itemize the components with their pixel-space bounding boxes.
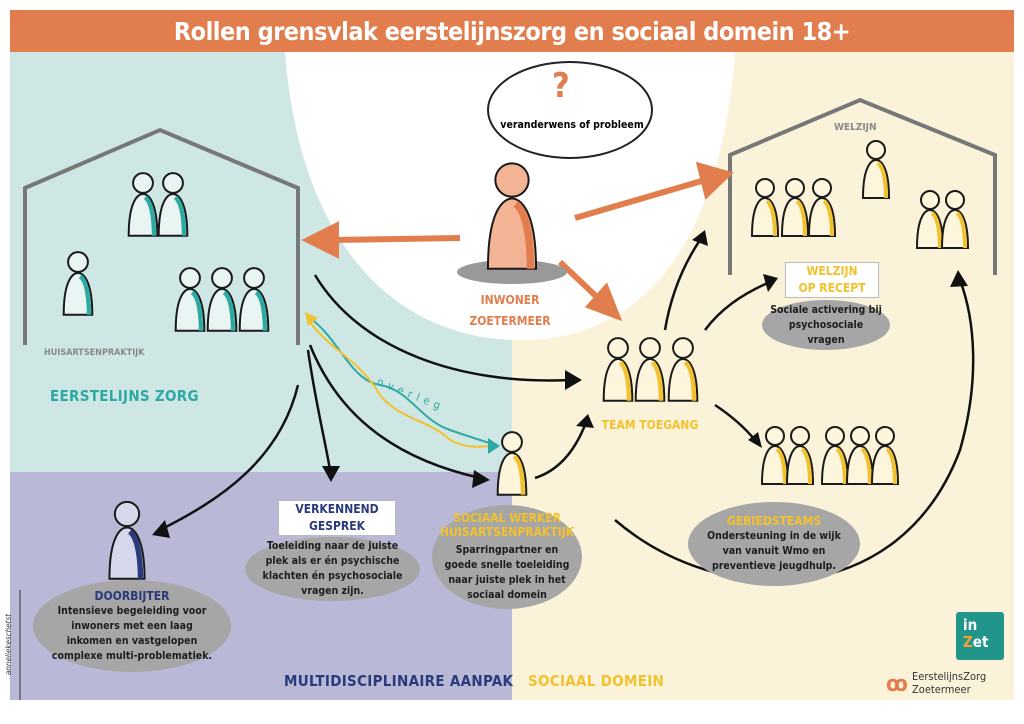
question-mark-icon: ?: [552, 66, 570, 106]
gebiedsteam-person-figure: [870, 426, 900, 485]
verkennend-gesprek-box: VERKENNEND GESPREK: [278, 500, 396, 536]
sociaal-werker-ellipse: SOCIAAL WERKER HUISARTSENPRAKTIJK Sparri…: [432, 505, 582, 609]
gebiedsteams-title: GEBIEDSTEAMS: [726, 514, 822, 528]
gebiedsteam-person-figure: [785, 426, 815, 485]
eerstelijnszorg-logo-icon: ꝏ: [886, 672, 908, 697]
inwoner-line2: ZOETERMEER: [469, 314, 551, 328]
welzijn-person-figure: [940, 190, 970, 249]
huisartsenpraktijk-label: HUISARTSENPRAKTIJK: [44, 348, 145, 358]
team-toegang-person-figure: [602, 337, 634, 402]
huisarts-person-figure: [127, 172, 159, 237]
inwoner-person-figure: [486, 162, 538, 270]
speech-bubble-text: veranderwens of probleem: [500, 119, 644, 131]
verkennend-description: Toeleiding naar de juiste plek als er én…: [245, 537, 420, 601]
welzijn-person-figure: [915, 190, 945, 249]
gebiedsteams-ellipse: GEBIEDSTEAMS Ondersteuning in de wijk va…: [688, 502, 860, 586]
inwoner-shadow: [457, 260, 567, 284]
welzijn-house: [728, 97, 997, 275]
welzijn-person-figure: [861, 140, 891, 199]
doorbijter-ellipse: DOORBIJTER Intensieve begeleiding voor i…: [33, 580, 231, 672]
orange-arrows: [301, 161, 734, 322]
huisarts-person-figure: [238, 267, 270, 332]
welzijn-person-figure: [780, 178, 810, 237]
sociaal-werker-person-figure: [496, 431, 528, 496]
welzijn-person-figure: [807, 178, 837, 237]
gebiedsteam-person-figure: [820, 426, 850, 485]
sociaal-werker-text: Sparringpartner en goede snelle toeleidi…: [444, 544, 570, 601]
eerstelijnszorg-logo-text: EerstelijnsZorg Zoetermeer: [912, 670, 986, 696]
welzijn-op-recept-box: WELZIJN OP RECEPT: [785, 262, 879, 298]
welzijn-person-figure: [750, 178, 780, 237]
overleg-wave: [309, 317, 497, 448]
region-eerstelijns-zorg: EERSTELIJNS ZORG: [50, 387, 199, 405]
arrow-heads: [152, 230, 968, 538]
wor-line2: OP RECEPT: [798, 281, 866, 295]
ez-line1: EerstelijnsZorg: [912, 670, 987, 683]
page-title: Rollen grensvlak eerstelijnszorg en soci…: [10, 10, 1014, 52]
huisarts-person-figure: [174, 267, 206, 332]
team-toegang-person-figure: [667, 337, 699, 402]
ez-line2: Zoetermeer: [912, 683, 971, 696]
huisarts-person-figure: [157, 172, 189, 237]
inwoner-line1: INWONER: [480, 293, 540, 307]
doorbijter-text: Intensieve begeleiding voor inwoners met…: [51, 604, 213, 662]
team-toegang-label: TEAM TOEGANG: [601, 418, 699, 432]
verkennend-line1: VERKENNEND: [295, 502, 379, 516]
inzet-line2: Zet: [963, 633, 989, 651]
inzet-logo: in Zet: [956, 612, 1004, 660]
huisartsenpraktijk-house: [23, 127, 300, 345]
gebiedsteams-text: Ondersteuning in de wijk van vanuit Wmo …: [707, 530, 841, 572]
inzet-line1: in: [963, 616, 978, 634]
region-sociaal-domein: SOCIAAL DOMEIN: [528, 672, 665, 690]
signature: anneliekeschetst: [4, 613, 14, 676]
huisarts-person-figure: [62, 251, 94, 316]
wor-line1: WELZIJN: [806, 264, 858, 278]
gebiedsteam-person-figure: [760, 426, 790, 485]
team-toegang-person-figure: [634, 337, 666, 402]
region-multidisciplinair: MULTIDISCIPLINAIRE AANPAK: [284, 672, 514, 690]
speech-bubble: [487, 61, 653, 159]
gebiedsteam-person-figure: [845, 426, 875, 485]
huisarts-person-figure: [206, 267, 238, 332]
welzijn-op-recept-description: Sociale activering bij psychosociale vra…: [762, 300, 890, 350]
sociaal-werker-line1: SOCIAAL WERKER: [453, 511, 561, 525]
sociaal-werker-line2: HUISARTSENPRAKTIJK: [440, 525, 574, 539]
welzijn-label: WELZIJN: [834, 122, 877, 133]
verkennend-line2: GESPREK: [309, 519, 365, 533]
doorbijter-title: DOORBIJTER: [94, 588, 170, 603]
inwoner-label: INWONER ZOETERMEER: [450, 290, 570, 332]
doorbijter-person-figure: [108, 500, 146, 580]
